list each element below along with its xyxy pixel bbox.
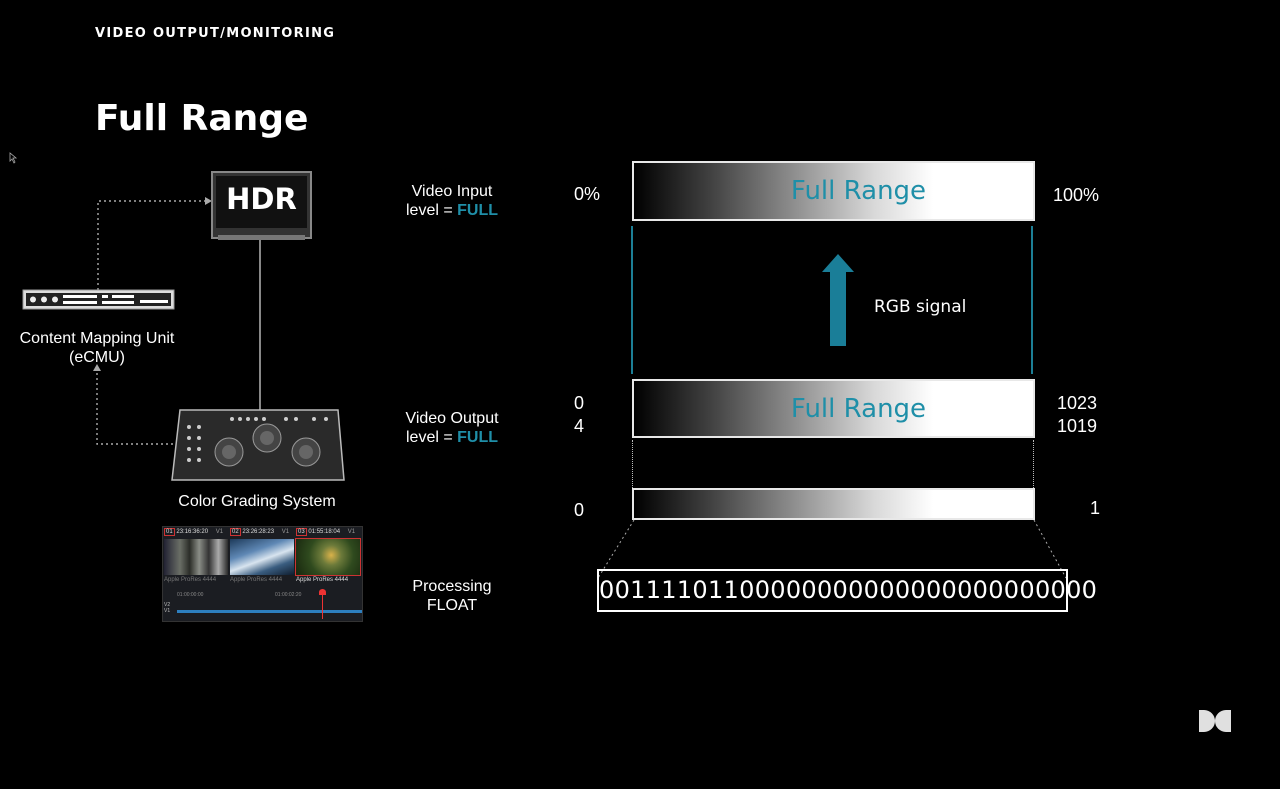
bracket-right-line: [1031, 226, 1033, 374]
playhead[interactable]: [322, 589, 323, 619]
float-max-value: 1: [1090, 498, 1101, 518]
float-min-value: 0: [574, 500, 585, 520]
clip-1-timecode: 23:16:36:20: [176, 529, 209, 535]
timeline-track-bar: [177, 610, 362, 613]
video-input-label: Video Input level = FULL: [387, 182, 517, 220]
track-labels: V2 V1: [164, 602, 170, 614]
ruler-start: 01:00:00:00: [177, 592, 204, 598]
cursor-icon: [9, 152, 18, 164]
track-v2: V2: [164, 602, 171, 608]
clip-3-track: V1: [347, 529, 356, 535]
rgb-signal-label: RGB signal: [874, 297, 967, 317]
input-range-bar: Full Range: [632, 161, 1035, 221]
cmu-label: Content Mapping Unit (eCMU): [12, 329, 182, 367]
hdr-monitor-icon: [211, 171, 312, 240]
video-output-prefix: level =: [405, 429, 458, 446]
expansion-lines: [597, 519, 1067, 579]
input-range-text: Full Range: [790, 176, 927, 206]
clip-3-thumbnail: [295, 538, 361, 576]
connector-grading-to-cmu: [96, 368, 178, 445]
up-arrow-icon: [822, 254, 854, 346]
output-range-bar: Full Range: [632, 379, 1035, 438]
video-output-line1: Video Output: [405, 410, 499, 427]
clip-1-codec: Apple ProRes 4444: [164, 577, 217, 583]
input-max-value: 100%: [1053, 185, 1100, 205]
output-min-values: 0 4: [574, 392, 584, 438]
video-input-prefix: level =: [405, 202, 458, 219]
clip-2-timecode: 23:26:28:23: [242, 529, 275, 535]
output-max-top: 1023: [1057, 393, 1098, 413]
cmu-label-line1: Content Mapping Unit: [19, 330, 175, 347]
clip-2-header: 02 23:26:28:23 V1: [230, 528, 295, 536]
clip-3-timecode: 01:55:18:04: [308, 529, 341, 535]
rack-unit-icon: [22, 289, 175, 310]
output-max-bottom: 1019: [1057, 416, 1098, 436]
video-input-line1: Video Input: [411, 183, 493, 200]
clip-2-index: 02: [230, 528, 241, 536]
clip-3-codec: Apple ProRes 4444: [296, 577, 349, 583]
clip-1-header: 01 23:16:36:20 V1: [164, 528, 229, 536]
dotted-right-line: [1033, 440, 1034, 488]
cmu-label-line2: (eCMU): [69, 349, 125, 366]
timeline-thumbnail: 01 23:16:36:20 V1 02 23:26:28:23 V1 03 0…: [162, 526, 363, 622]
dotted-left-line: [632, 440, 633, 488]
track-v1: V1: [164, 608, 171, 614]
clip-2-track: V1: [281, 529, 290, 535]
output-max-values: 1023 1019: [1057, 392, 1097, 438]
video-output-label: Video Output level = FULL: [387, 409, 517, 447]
processing-line2: FLOAT: [426, 597, 478, 614]
clip-2-thumbnail: [230, 539, 294, 575]
page-title: Full Range: [95, 98, 309, 139]
hdr-monitor-label: HDR: [226, 182, 297, 216]
grading-label: Color Grading System: [178, 493, 336, 510]
grading-panel-icon: [171, 409, 345, 481]
dolby-logo-icon: [1199, 710, 1231, 732]
output-min-top: 0: [574, 393, 585, 413]
processing-label: Processing FLOAT: [387, 577, 517, 615]
video-output-value: FULL: [457, 429, 498, 446]
video-input-value: FULL: [457, 202, 498, 219]
clip-1-thumbnail: [164, 539, 228, 575]
connector-cmu-to-monitor: [97, 200, 208, 290]
playhead-handle-icon[interactable]: [319, 589, 326, 595]
output-range-text: Full Range: [790, 393, 927, 424]
processing-line1: Processing: [412, 578, 492, 595]
input-min-value: 0%: [574, 184, 601, 204]
output-min-bottom: 4: [574, 416, 585, 436]
float-range-bar: [632, 488, 1035, 520]
ruler-mark: 01:00:02:20: [275, 592, 302, 598]
float-bits-box: 00111101100000000000000000000000: [597, 569, 1097, 612]
clip-3-header: 03 01:55:18:04 V1: [296, 528, 362, 536]
clip-2-codec: Apple ProRes 4444: [230, 577, 283, 583]
clip-1-track: V1: [215, 529, 224, 535]
section-label: VIDEO OUTPUT/MONITORING: [95, 26, 336, 41]
device-diagram: [22, 171, 345, 481]
clip-1-index: 01: [164, 528, 175, 536]
clip-3-index: 03: [296, 528, 307, 536]
bracket-left-line: [631, 226, 633, 374]
